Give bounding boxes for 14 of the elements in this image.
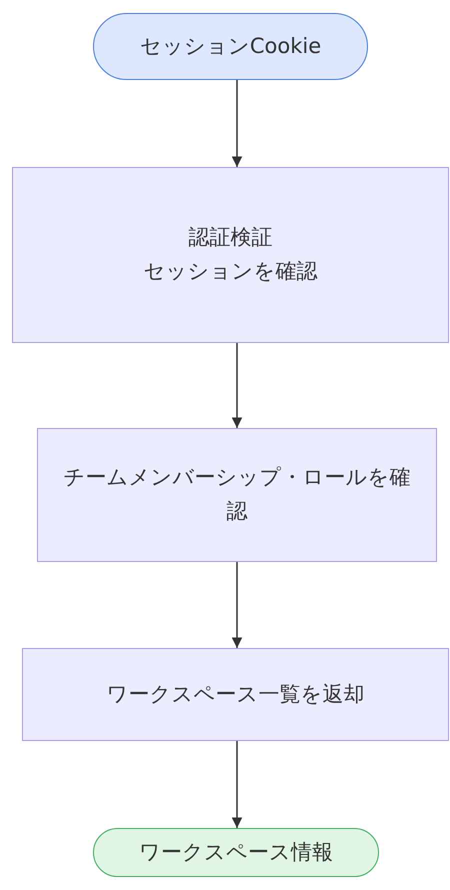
node-label: セッションを確認	[144, 258, 318, 285]
node-label: セッションCookie	[140, 32, 322, 60]
process-box	[37, 428, 437, 562]
process-box	[22, 648, 449, 741]
process-box	[12, 167, 449, 343]
arrow	[232, 80, 242, 167]
node-label: チームメンバーシップ・ロールを確認	[62, 464, 412, 525]
arrow	[232, 741, 242, 828]
arrow	[232, 343, 242, 428]
arrow	[232, 562, 242, 648]
node-label: ワークスペース一覧を返却	[106, 680, 364, 708]
node-label: ワークスペース情報	[139, 838, 333, 866]
end-pill	[93, 828, 379, 877]
node-label: 認証検証	[188, 224, 272, 252]
